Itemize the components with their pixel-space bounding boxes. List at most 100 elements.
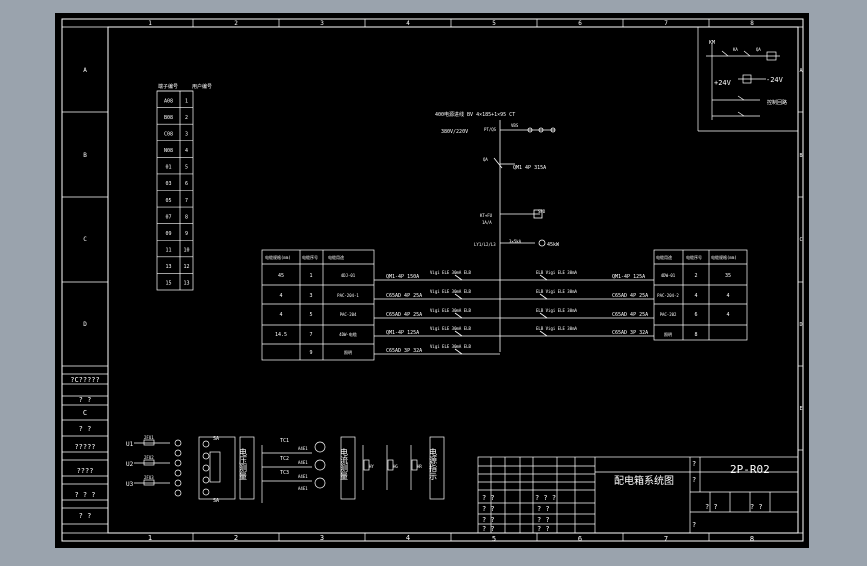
main-breaker-spec: QM1 4P 315A [513,165,546,171]
section-voltage: 电压测量 [239,447,248,480]
right-branch-contact [539,293,548,300]
lamp-label-hg: HG [393,464,398,469]
bus-voltage: 380V/220V [441,129,468,135]
measurement-circuits: U1 U2 U3 2FU1 2FU2 2FU3 SA SA 电压测量 TC1 T… [126,435,445,504]
terminal-user-no: 4 [185,148,188,154]
top-num-1: 1 [148,20,152,27]
right-elcb-label: ELB Vigi ELE 30mA [536,326,578,331]
feeder-right-spec: 4 [726,293,729,299]
feeder-left-spec: 4 [279,293,282,299]
right-letter-d: D [799,322,802,328]
ct-label-3: A4E1 [298,474,308,479]
left-elcb-label: Vigi ELE 30mA ELB [430,289,472,294]
feeder-right-no: 4 [694,293,697,299]
u-label-2: U2 [126,461,134,468]
feeder-left-spec: 14.5 [275,332,287,338]
bus-inlet-tag: PT/QS [484,127,497,132]
left-breaker-label: QM1-4P 150A [386,274,419,280]
terminal-user-no: 8 [185,214,188,220]
top-num-6: 6 [578,20,582,27]
u-label-3: U3 [126,481,134,488]
terminal-user-no: 3 [185,131,188,137]
left-cell-3: ? ? [79,425,92,433]
busbar-group: 400电源进线 BV 4×185+1×95 CT 380V/220V PT/QS… [435,111,560,352]
meter-sub: 3×5kA [509,239,522,244]
control-tag-ka: KA [733,47,738,52]
ct-label-1: A4E1 [298,446,308,451]
right-letter-a: A [799,68,802,74]
drawing-number: 2P-R02 [730,463,770,476]
tb-q-2: ? [692,476,696,484]
main-breaker-tag: QA [483,157,488,162]
feeder-left-spec: 45 [278,273,284,279]
left-breaker-label: C65AD 3P 32A [386,348,422,354]
feeder-right-no: 6 [694,312,697,318]
feeder-right-no: 2 [694,273,697,279]
feeder-right-use: 照明 [664,332,672,337]
left-branch-contact [454,293,463,300]
feeder-right-spec: 35 [725,273,731,279]
feeder-left-use: 照明 [344,350,352,355]
left-cell-1: ? ? [79,396,92,404]
top-num-7: 7 [664,20,668,27]
left-ruler [62,111,108,367]
left-elcb-label: Vigi ELE 30mA ELB [430,270,472,275]
right-elcb-label: ELB Vigi ELE 30mA [536,289,578,294]
left-elcb-label: Vigi ELE 30mA ELB [430,344,472,349]
feeder-left-no: 5 [309,312,312,318]
incoming-cable-title: 400电源进线 BV 4×185+1×95 CT [435,111,515,118]
left-breaker-label: C65AD 4P 25A [386,312,422,318]
feeder-right-no: 8 [694,332,697,338]
tb-q-1: ? [692,460,696,468]
right-branch-contact [539,312,548,319]
tb-qq-8: ? ? [705,503,718,511]
right-breaker-label: C65AD 4P 25A [612,293,648,299]
meter-tag: LY1/L2/L3 [474,242,496,247]
feeder-right-use: 4DW-01 [661,273,676,278]
tc-label-1: TC1 [280,438,289,444]
left-branch-contact [454,348,463,355]
branch-circuits: QM1-4P 150A Vigi ELE 30mA ELB C65AD 4P 25A… [374,270,654,355]
tb-qq-9: ? ? [750,503,763,511]
tb-qq-5: ? ? [537,516,550,524]
feeder-right-spec: 4 [726,312,729,318]
left-letter-d: D [83,321,87,328]
tc-label-3: TC3 [280,470,289,476]
left-cell-0: ?C????? [70,376,100,384]
terminal-header-0: 端子编号 [158,83,178,90]
left-cell-4: ????? [74,443,95,451]
feeder-right-header-0: 电缆用途 [656,254,672,260]
left-elcb-label: Vigi ELE 30mA ELB [430,308,472,313]
sa-label-top: SA [213,436,219,442]
feeder-left-use: 4DW-电缆 [339,331,357,337]
tb-qqq-1: ? ? ? [535,494,556,502]
spd-right: SPD [538,209,546,214]
left-revision-cells [62,373,108,525]
feeder-left-use: PAC-204-1 [337,293,359,298]
title-block: 配电箱系统图 2P-R02 ? ? ? ? ? ? ? ? ? ? ? ? ? … [477,456,799,534]
feeder-left-header-1: 电缆序号 [302,254,318,260]
terminal-user-no: 7 [185,198,188,204]
control-circuit-box: KM KA QA +24V -24V 控制回路 [697,27,798,132]
tb-qq-1: ? ? [482,494,495,502]
lamp-label-hr: HR [417,464,422,469]
terminal-user-no: 12 [183,264,189,270]
right-branch-contact [539,274,548,281]
terminal-code: 09 [165,231,171,237]
terminal-code: 13 [165,264,171,270]
bottom-num-6: 6 [578,535,582,543]
bottom-num-7: 7 [664,535,668,543]
bottom-num-4: 4 [406,534,410,542]
feeder-right-header-2: 电缆规格(mm) [711,254,737,260]
control-tag-qa: QA [756,47,761,52]
terminal-code: N08 [164,148,173,154]
feeder-right-header-1: 电缆序号 [686,254,702,260]
tb-q-3: ? [692,521,696,529]
terminal-code: 03 [165,181,171,187]
left-cell-7: ? ? [79,512,92,520]
